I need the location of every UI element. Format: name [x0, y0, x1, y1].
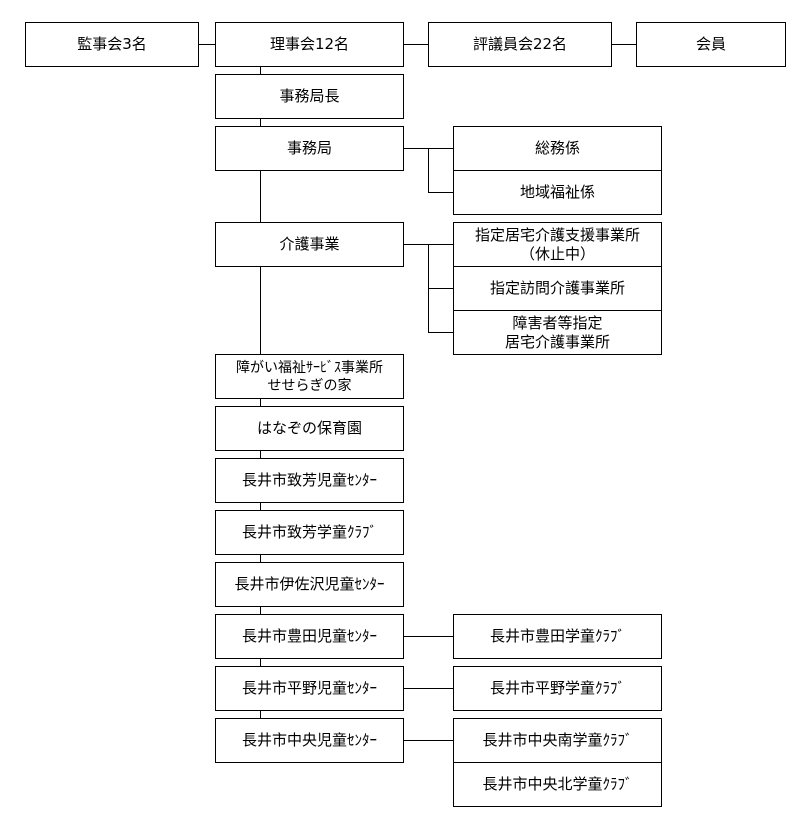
chuo-center-box: 長井市中央児童ｾﾝﾀｰ — [215, 718, 404, 763]
councilors-box: 評議員会22名 — [428, 22, 612, 67]
chuo-minami-club-box: 長井市中央南学童ｸﾗﾌﾞ — [453, 718, 662, 763]
connector-line — [428, 332, 453, 333]
heiya-club-box: 長井市平野学童ｸﾗﾌﾞ — [453, 666, 662, 711]
connector-line — [611, 44, 636, 45]
connector-line — [198, 44, 216, 45]
home-care-support-box: 指定居宅介護支援事業所 （休止中） — [453, 222, 662, 267]
board-box: 理事会12名 — [215, 22, 404, 67]
secretariat-box: 事務局 — [215, 126, 404, 171]
toyoda-club-box: 長井市豊田学童ｸﾗﾌﾞ — [453, 614, 662, 659]
chiho-club-box: 長井市致芳学童ｸﾗﾌﾞ — [215, 510, 404, 555]
secretary-general-box: 事務局長 — [215, 74, 404, 119]
chiho-center-box: 長井市致芳児童ｾﾝﾀｰ — [215, 458, 404, 503]
connector-line — [403, 688, 453, 689]
toyoda-center-box: 長井市豊田児童ｾﾝﾀｰ — [215, 614, 404, 659]
connector-line — [403, 636, 453, 637]
auditors-box: 監事会3名 — [25, 22, 199, 67]
chuo-kita-club-box: 長井市中央北学童ｸﾗﾌﾞ — [453, 762, 662, 807]
isazawa-center-box: 長井市伊佐沢児童ｾﾝﾀｰ — [215, 562, 404, 607]
heiya-center-box: 長井市平野児童ｾﾝﾀｰ — [215, 666, 404, 711]
connector-line — [403, 44, 428, 45]
nursery-box: はなぞの保育園 — [215, 406, 404, 451]
connector-line — [428, 148, 429, 192]
disability-home-care-box: 障害者等指定 居宅介護事業所 — [453, 310, 662, 355]
home-visit-care-box: 指定訪問介護事業所 — [453, 266, 662, 311]
general-affairs-box: 総務係 — [453, 126, 662, 171]
community-welfare-box: 地域福祉係 — [453, 170, 662, 215]
disability-service-box: 障がい福祉ｻｰﾋﾞｽ事業所 せせらぎの家 — [215, 354, 404, 399]
members-box: 会員 — [636, 22, 786, 67]
connector-line — [428, 192, 453, 193]
care-business-box: 介護事業 — [215, 222, 404, 267]
connector-line — [428, 288, 453, 289]
connector-line — [403, 740, 453, 741]
